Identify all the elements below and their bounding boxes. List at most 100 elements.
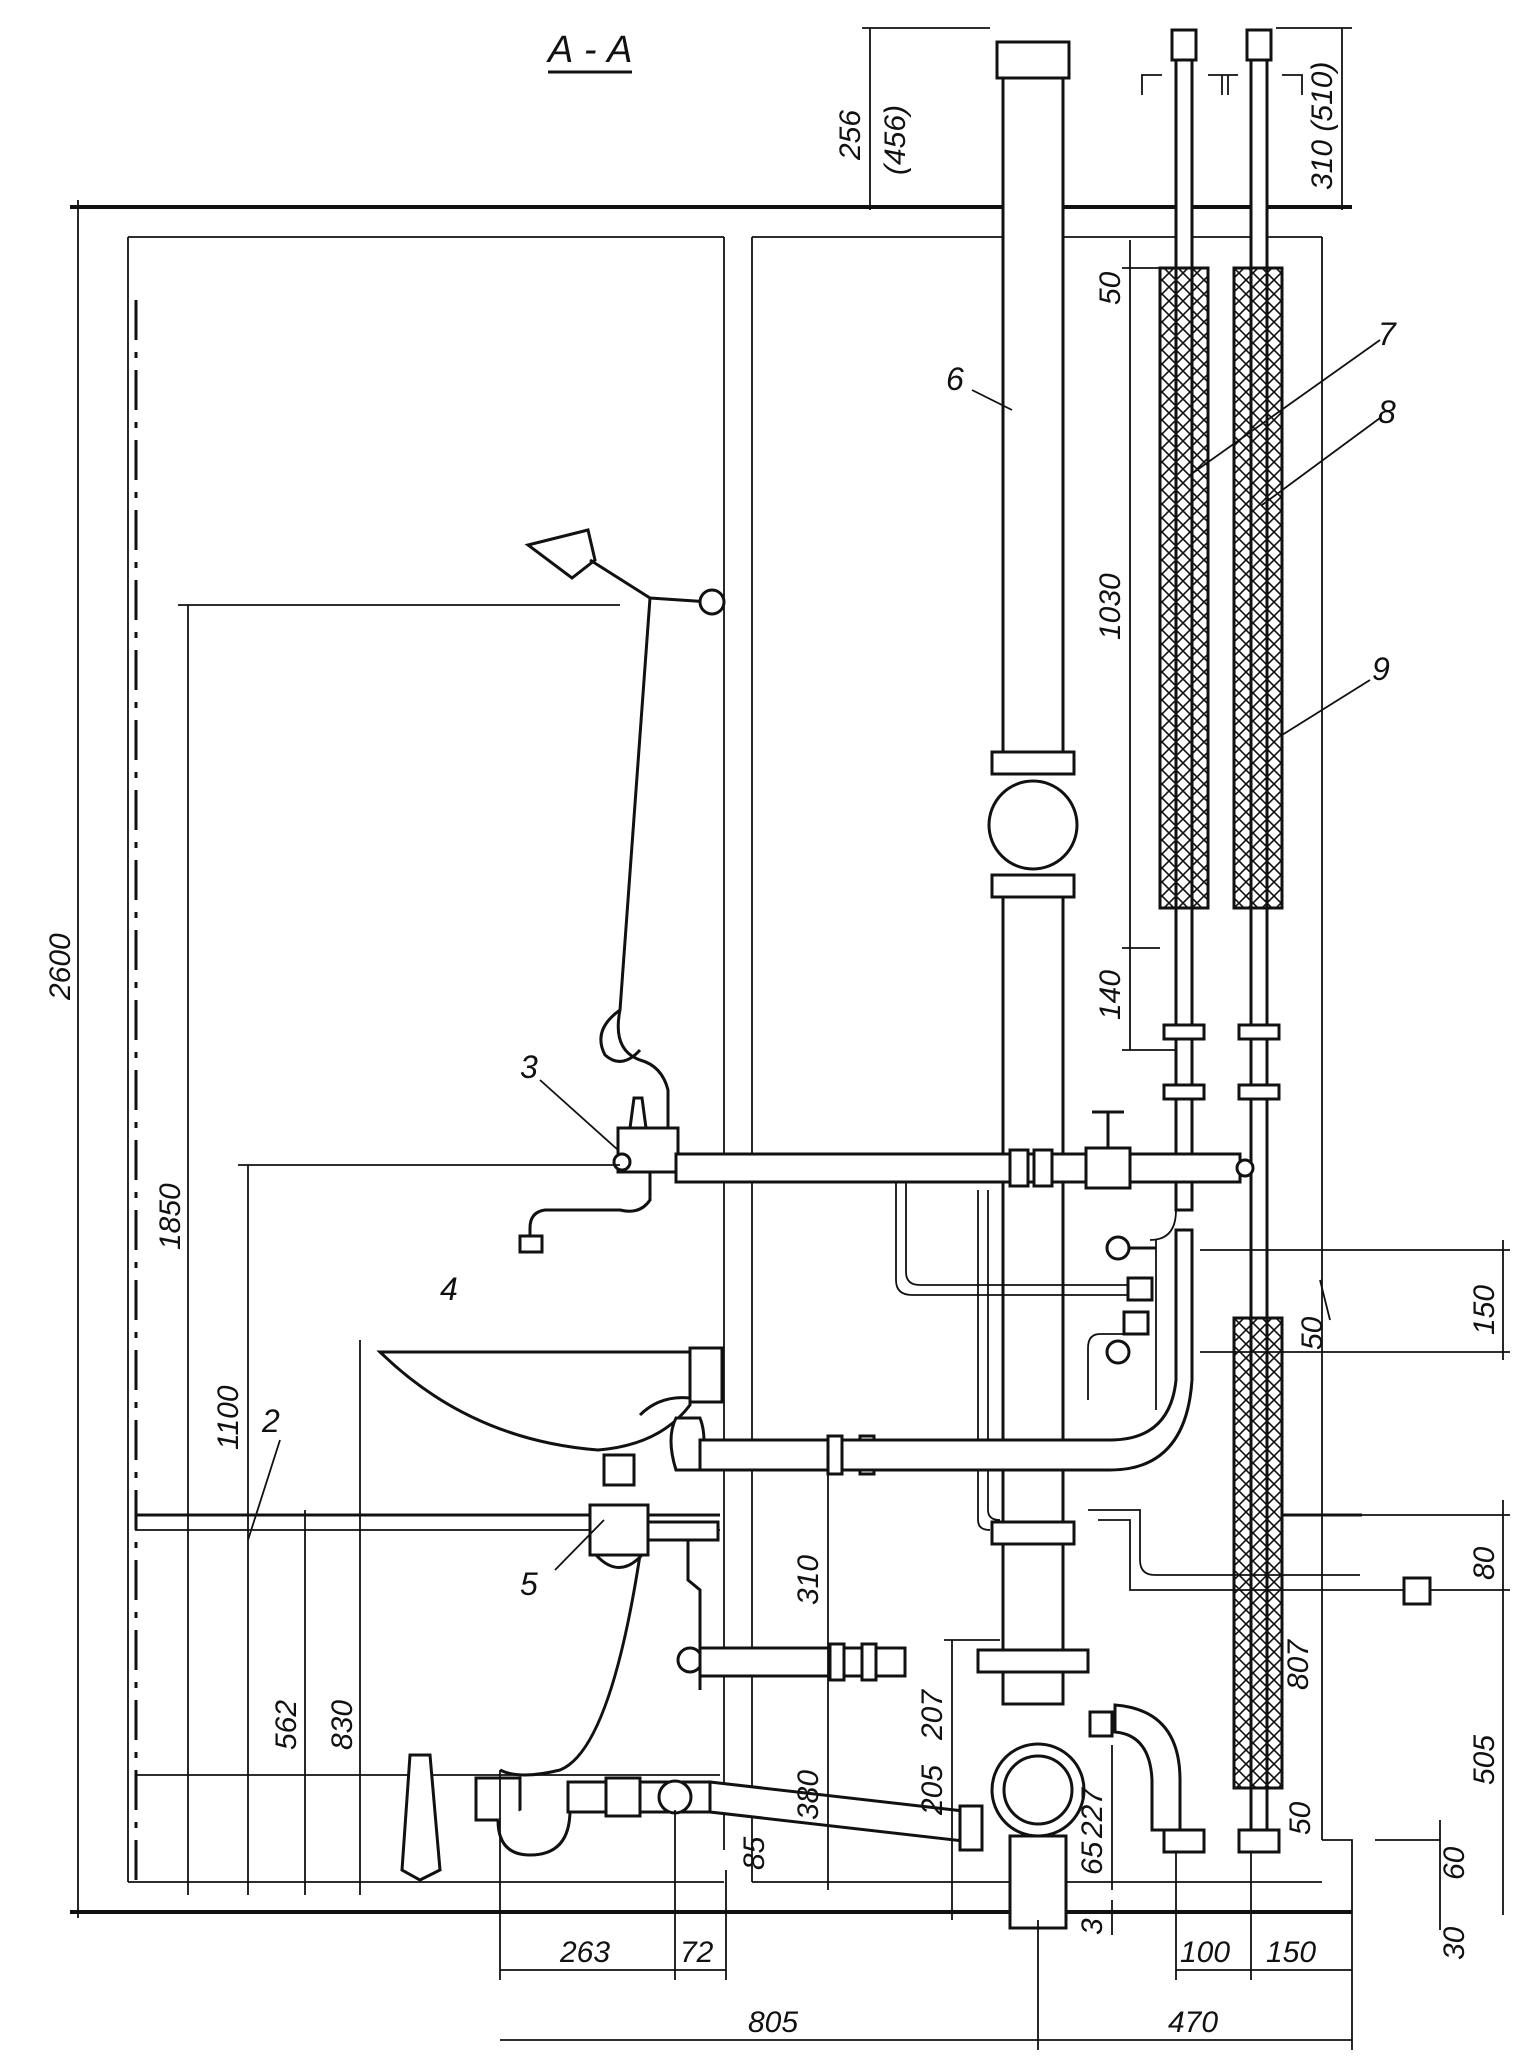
callout-9: 9	[1372, 651, 1390, 687]
floor-trap	[496, 1790, 572, 1857]
pipe7-bottom-coupling	[1162, 1828, 1206, 1854]
washbasin-bowl	[376, 1350, 692, 1452]
pipe7-coupling-2	[1162, 1083, 1206, 1101]
trap-bracket	[646, 1520, 720, 1542]
dim-50b: 50	[1296, 1316, 1329, 1350]
dim-150: 150	[1468, 1285, 1501, 1335]
dim-30: 30	[1438, 1926, 1471, 1960]
riser-socket-upper	[990, 750, 1076, 776]
supply-pipe-right	[1128, 1152, 1242, 1184]
dim-50a: 50	[1094, 271, 1127, 305]
callouts: 2 3 4 5 6 7 8 9	[261, 316, 1397, 1602]
shower-head	[524, 528, 597, 580]
dim-207: 207	[916, 1689, 949, 1741]
riser-upper-pipe	[1001, 76, 1065, 770]
riser-tee-inner	[1002, 1754, 1074, 1826]
vent-stub	[1088, 1710, 1114, 1738]
ext-50b	[1319, 1279, 1331, 1321]
dim-456: (456)	[879, 105, 912, 175]
leader-2	[247, 1439, 281, 1541]
riser-stack	[976, 40, 1090, 1930]
shower-bracket	[589, 558, 711, 604]
dim-470: 470	[1168, 2006, 1218, 2039]
spout-tip	[518, 1234, 544, 1254]
dim-505: 505	[1468, 1735, 1501, 1785]
leader-6	[971, 389, 1013, 411]
riser-revision-ring	[987, 779, 1079, 871]
washbasin-rim	[638, 1396, 691, 1417]
valve-1	[1105, 1235, 1131, 1261]
washbasin-drain-hose	[499, 1554, 642, 1777]
drain-clean-out	[657, 1779, 693, 1815]
spout	[528, 1172, 652, 1240]
dim-3: 3	[1076, 1918, 1109, 1935]
leader-3	[539, 1079, 619, 1151]
supply-valve-body	[1084, 1146, 1132, 1190]
valve-4	[1105, 1339, 1131, 1365]
pipe7-coupling	[1162, 1023, 1206, 1041]
supply-end	[1235, 1158, 1255, 1178]
top-brackets	[1141, 74, 1303, 95]
riser-socket-lower	[990, 873, 1076, 899]
dim-1850: 1850	[154, 1183, 187, 1250]
branch-line-1	[895, 1182, 1130, 1296]
vent-bend-pipe	[1113, 1703, 1182, 1832]
shower-hose	[616, 597, 670, 1130]
basin-coupling-1	[826, 1434, 844, 1476]
dim-100: 100	[1180, 1936, 1230, 1969]
dim-310-510: 310 (510)	[1306, 62, 1339, 190]
washbasin	[376, 1228, 1194, 1476]
vent-bend	[1088, 1509, 1432, 1832]
dim-80: 80	[1468, 1546, 1501, 1580]
side-supply-cap	[1402, 1576, 1432, 1606]
shower-bracket-knob	[698, 588, 726, 616]
pipe8-bottom-coupling	[1237, 1828, 1281, 1854]
pipe8-coupling-2	[1237, 1083, 1281, 1101]
dim-263: 263	[559, 1936, 610, 1969]
supply-coupling-2	[1032, 1148, 1054, 1188]
drop-line-2	[987, 1190, 1001, 1521]
side-supply-1	[1088, 1509, 1360, 1576]
riser-cap	[995, 40, 1071, 80]
dim-256: 256	[834, 110, 867, 161]
shower-mixer	[518, 528, 726, 1254]
callout-8: 8	[1378, 394, 1396, 430]
callout-4: 4	[440, 1271, 458, 1307]
dim-205: 205	[916, 1765, 949, 1816]
mixer-handle	[628, 1096, 648, 1130]
riser-lower-pipe	[1001, 895, 1065, 1529]
floor-drain	[400, 1753, 984, 1882]
lower-coupling-1	[828, 1642, 846, 1682]
valve-rod	[686, 1540, 702, 1690]
trap-body	[588, 1503, 650, 1557]
insulation-pipe7	[1158, 266, 1210, 910]
washbasin-bracket	[688, 1346, 724, 1404]
basin-supply-pipe	[698, 1438, 850, 1472]
pipe8-coupling	[1237, 1023, 1281, 1041]
dim-1100: 1100	[212, 1385, 245, 1450]
basin-hot-line	[840, 1228, 1194, 1472]
trap-neck	[602, 1453, 636, 1487]
dim-830: 830	[326, 1700, 359, 1750]
shower-hose-loop	[599, 1008, 642, 1063]
callout-5: 5	[520, 1566, 538, 1602]
section-title: А - А	[546, 29, 632, 71]
water-pipes	[1149, 28, 1284, 1854]
dim-72: 72	[680, 1936, 714, 1969]
pipe8-cap	[1245, 28, 1273, 62]
leader-lines	[247, 339, 1381, 1571]
dim-807: 807	[1282, 1639, 1315, 1690]
dim-310: 310	[792, 1555, 825, 1605]
insulation-pipe8	[1232, 266, 1284, 910]
riser-fitting-flange	[976, 1648, 1090, 1674]
callout-6: 6	[946, 361, 964, 397]
branch-line-1b	[905, 1182, 1130, 1286]
dim-805: 805	[748, 2006, 798, 2039]
dim-562: 562	[270, 1700, 303, 1750]
supply-coupling-1	[1008, 1148, 1030, 1188]
dim-380: 380	[792, 1770, 825, 1820]
side-supply-2	[1098, 1519, 1410, 1591]
riser-socket-bottom	[990, 1520, 1076, 1546]
